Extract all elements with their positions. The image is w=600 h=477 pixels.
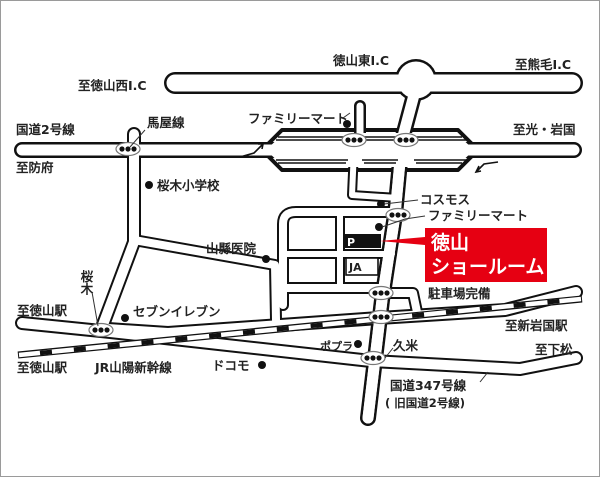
cosmos-dot xyxy=(377,200,385,208)
traffic-signal-icon xyxy=(385,207,411,223)
label-kume: 久米 xyxy=(392,338,419,353)
clinic-dot xyxy=(262,255,270,263)
traffic-signal-icon xyxy=(368,309,394,325)
seven-eleven-dot xyxy=(121,314,129,322)
label-to-kumage-ic: 至熊毛I.C xyxy=(515,57,571,72)
direction-arrow xyxy=(239,143,264,158)
label-docomo: ドコモ xyxy=(212,358,250,373)
label-parking: 駐車場完備 xyxy=(428,286,491,301)
map-labels: 徳山東I.C 至熊毛I.C 至徳山西I.C ファミリーマート 国道2号線 馬屋線… xyxy=(16,53,576,410)
label-ja: JA xyxy=(348,261,362,274)
jr-shinkansen-rail xyxy=(17,295,583,359)
tokuyama-showroom-marker: 徳山 ショールーム xyxy=(425,228,547,282)
label-to-hikari-iwakuni: 至光・岩国 xyxy=(513,122,576,137)
sakuragi-school-dot xyxy=(145,181,153,189)
traffic-signal-icon xyxy=(341,132,367,148)
label-familymart-1: ファミリーマート xyxy=(248,111,348,126)
label-sakuragi: 桜木 xyxy=(79,269,94,296)
label-tokuyama-east-ic: 徳山東I.C xyxy=(332,53,389,68)
label-poplar: ポプラ xyxy=(320,339,353,353)
label-cosmos: コスモス xyxy=(420,192,470,207)
traffic-signal-icon xyxy=(368,285,394,301)
traffic-signal-icon xyxy=(88,322,114,338)
label-jr-shinkansen: JR山陽新幹線 xyxy=(94,360,172,375)
label-to-kudamatsu: 至下松 xyxy=(535,342,573,357)
label-route347: 国道347号線 xyxy=(390,378,467,393)
road-islands xyxy=(239,136,499,174)
traffic-signals xyxy=(88,132,419,366)
label-sakuragi-school: 桜木小学校 xyxy=(157,178,220,193)
traffic-signal-icon xyxy=(360,350,386,366)
label-old-route2: ( 旧国道2号線) xyxy=(385,396,465,410)
showroom-parking-building xyxy=(343,234,381,248)
parking-p-label: P xyxy=(347,236,355,249)
label-to-hofu: 至防府 xyxy=(16,160,54,175)
label-yamagata-clinic: 山縣医院 xyxy=(206,241,257,256)
label-to-shin-iwakuni-station: 至新岩国駅 xyxy=(505,318,568,333)
label-to-tokuyama-station-1: 至徳山駅 xyxy=(17,303,68,318)
label-to-tokuyama-station-2: 至徳山駅 xyxy=(17,360,68,375)
showroom-name-line1: 徳山 xyxy=(431,232,470,254)
landmark-dots xyxy=(121,120,385,369)
ja-building xyxy=(345,257,379,276)
showroom-name-line2: ショールーム xyxy=(431,256,545,278)
leader-lines xyxy=(91,112,489,383)
docomo-dot xyxy=(258,361,266,369)
label-route2: 国道2号線 xyxy=(16,122,75,137)
poplar-dot xyxy=(354,340,362,348)
label-umaya-line: 馬屋線 xyxy=(147,115,185,130)
traffic-signal-icon xyxy=(115,141,141,157)
direction-arrow xyxy=(474,161,499,174)
traffic-signal-icon xyxy=(393,132,419,148)
familymart-1-dot xyxy=(343,120,351,128)
showroom-pointer xyxy=(380,237,425,245)
label-familymart-2: ファミリーマート xyxy=(428,208,528,223)
label-to-tokuyama-west-ic: 至徳山西I.C xyxy=(78,78,147,93)
label-seven-eleven: セブンイレブン xyxy=(133,304,221,319)
familymart-2-dot xyxy=(375,223,383,231)
